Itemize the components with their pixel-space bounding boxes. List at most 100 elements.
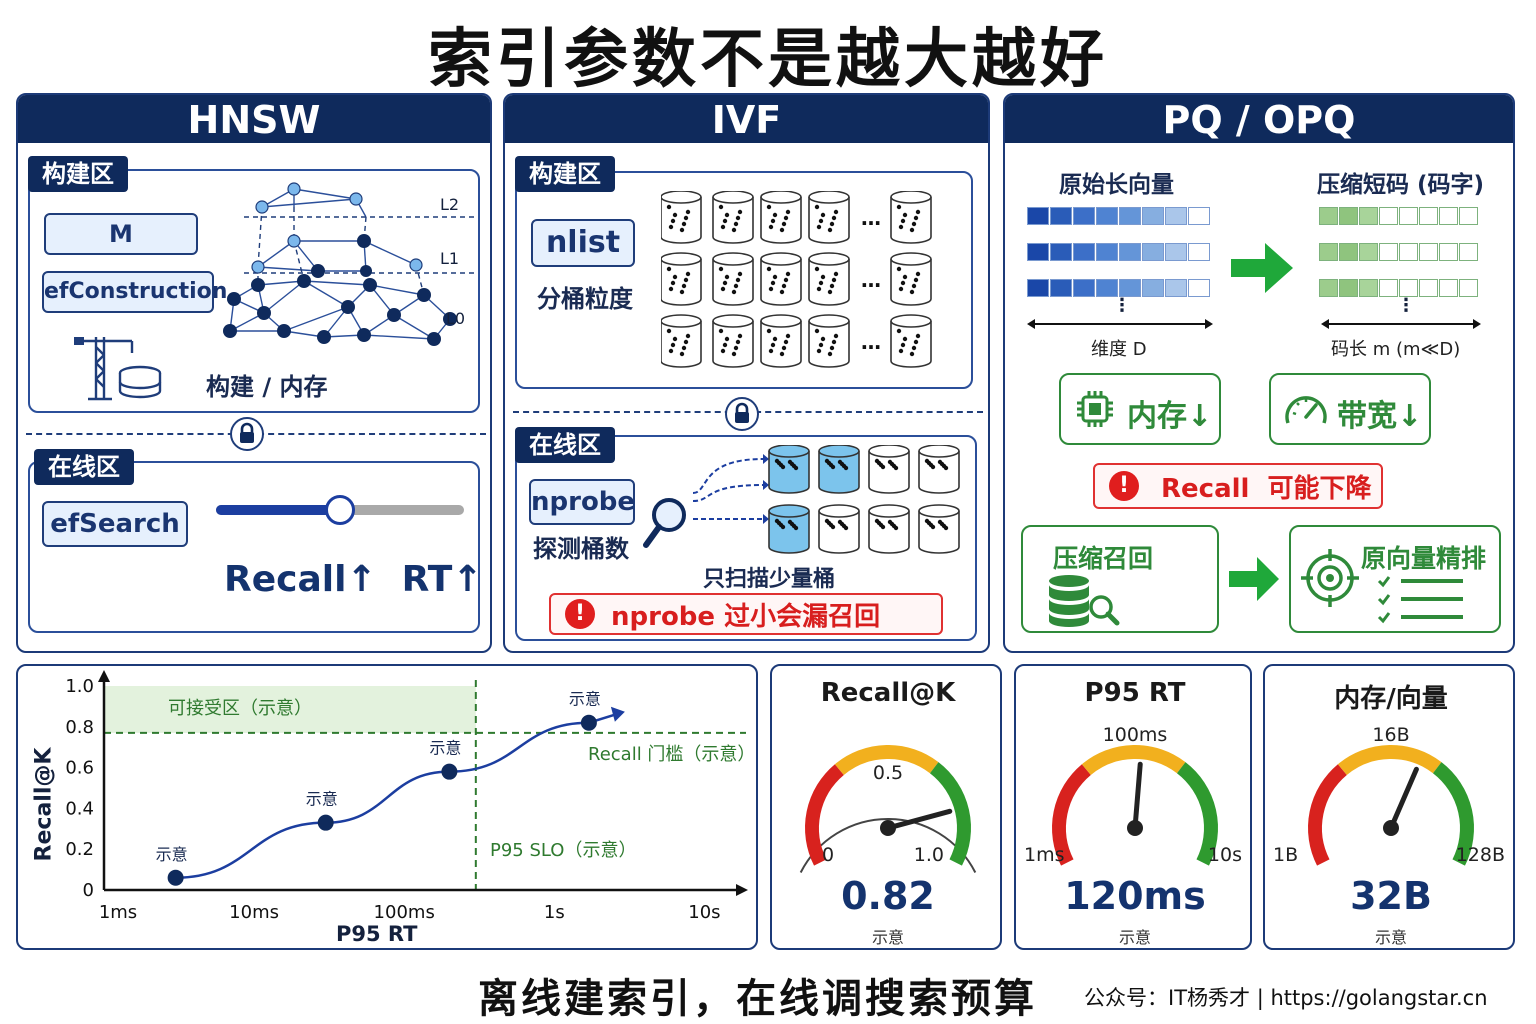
vector-row	[1027, 243, 1217, 263]
recall-warning: ! Recall 可能下降	[1093, 463, 1383, 509]
data-point	[167, 869, 184, 886]
rerank-box	[1289, 525, 1501, 633]
vector-cell	[1050, 243, 1072, 261]
bucket	[760, 191, 802, 244]
vector-cell	[1142, 279, 1164, 297]
orig-vector-title: 原始长向量	[1059, 172, 1174, 198]
gauge-note: 示意	[871, 928, 904, 947]
bucket	[868, 504, 910, 554]
point-label: 示意	[156, 845, 188, 864]
ivf-panel: IVF 构建区 nlist 分桶粒度 ……… 在线区 nprobe 探测桶数 只…	[503, 93, 990, 653]
bucket	[712, 191, 754, 244]
bandwidth-down-box	[1269, 373, 1431, 445]
vector-ellipsis: ⋮	[1113, 295, 1131, 316]
param-efconstruction-chip: efConstruction	[42, 271, 227, 313]
crane-database-icon	[74, 337, 162, 401]
ivf-online-tag: 在线区	[515, 427, 615, 463]
code-cell	[1439, 207, 1458, 225]
y-tick: 0	[83, 880, 94, 901]
code-cell	[1359, 279, 1378, 297]
hnsw-panel: HNSW 构建区 M efConstruction 构建 / 内存	[16, 93, 492, 653]
bucket	[760, 314, 802, 368]
code-cell	[1419, 243, 1438, 261]
point-label: 示意	[569, 690, 601, 709]
bucket	[712, 252, 754, 306]
bucket	[918, 504, 960, 554]
gauge-min: 1B	[1273, 844, 1299, 866]
warning-icon: !	[565, 599, 595, 629]
threshold-label: Recall 门槛（示意）	[588, 744, 756, 765]
code-caption: 码长 m (m≪D)	[1331, 339, 1461, 360]
vector-cell	[1096, 243, 1118, 261]
layer-label-l0: L0	[446, 309, 466, 328]
bucket	[768, 504, 810, 554]
hnsw-online-zone	[28, 461, 480, 633]
bandwidth-down-label: 带宽↓	[1337, 399, 1423, 434]
y-tick: 0.6	[65, 758, 94, 779]
code-cell	[1439, 243, 1458, 261]
data-point	[580, 714, 597, 731]
original-vectors	[1027, 207, 1217, 315]
lock-icon	[230, 417, 264, 451]
param-nlist-chip: nlist	[531, 219, 635, 267]
efsearch-slider-fill	[216, 505, 340, 515]
chart-xlabel: P95 RT	[336, 922, 418, 946]
code-cell	[1379, 243, 1398, 261]
code-cell	[1319, 279, 1338, 297]
vector-cell	[1096, 207, 1118, 225]
y-tick: 0.2	[65, 839, 94, 860]
gauge-needle	[1132, 761, 1143, 831]
nprobe-warning: ! nprobe 过小会漏召回	[549, 593, 943, 635]
chart-ylabel: Recall@K	[31, 747, 57, 862]
efsearch-slider-knob[interactable]	[325, 495, 355, 525]
gauge-mid: 100ms	[1102, 724, 1168, 746]
code-cell	[1379, 279, 1398, 297]
gauge-dial-2	[1308, 745, 1474, 866]
y-tick: 0.8	[65, 717, 94, 738]
ivf-bucket-grid: ………	[661, 191, 932, 368]
vector-cell	[1119, 279, 1141, 297]
gauge-value: 120ms	[1064, 874, 1206, 918]
probe-arrows	[692, 454, 769, 524]
code-cell	[1359, 243, 1378, 261]
efsearch-slider-track[interactable]	[216, 495, 464, 525]
param-nprobe-chip: nprobe	[529, 479, 635, 525]
x-tick: 100ms	[374, 902, 435, 923]
target-icon	[1301, 549, 1359, 607]
code-ellipsis: ⋮	[1397, 295, 1415, 316]
gauge-title: P95 RT	[1084, 678, 1186, 708]
footer-credit: 公众号：IT杨秀才 | https://golangstar.cn	[1084, 986, 1488, 1010]
nprobe-caption: 探测桶数	[533, 535, 629, 563]
gauge-note: 示意	[1374, 928, 1407, 947]
slo-label: P95 SLO（示意）	[490, 840, 637, 861]
rerank-arrow-icon	[1229, 557, 1279, 601]
gauge-dial-1	[1052, 745, 1218, 866]
curve-arrowhead	[610, 706, 625, 722]
hnsw-online-tag: 在线区	[34, 449, 134, 485]
warning-icon: !	[1109, 471, 1139, 501]
vector-cell	[1050, 207, 1072, 225]
bucket	[868, 445, 910, 494]
acceptable-region	[104, 686, 476, 733]
point-label: 示意	[306, 790, 338, 809]
dim-caption: 维度 D	[1091, 339, 1147, 360]
gauge-min: 1ms	[1024, 844, 1065, 866]
code-row	[1319, 243, 1489, 263]
bucket	[918, 445, 960, 494]
bucket	[768, 445, 810, 494]
bucket	[712, 314, 754, 368]
bucket	[818, 445, 860, 494]
gauge-value: 0.82	[841, 874, 935, 918]
svg-text:…: …	[861, 268, 881, 292]
vector-cell	[1188, 243, 1210, 261]
data-point	[317, 814, 334, 831]
pq-panel: PQ / OPQ 原始长向量 压缩短码 (码字) ⋮ 维度 D ⋮ 码长 m (…	[1003, 93, 1515, 653]
vector-cell	[1165, 279, 1187, 297]
vector-row	[1027, 207, 1217, 227]
code-cell	[1319, 207, 1338, 225]
bucket	[661, 191, 702, 244]
nlist-caption: 分桶粒度	[537, 285, 633, 313]
